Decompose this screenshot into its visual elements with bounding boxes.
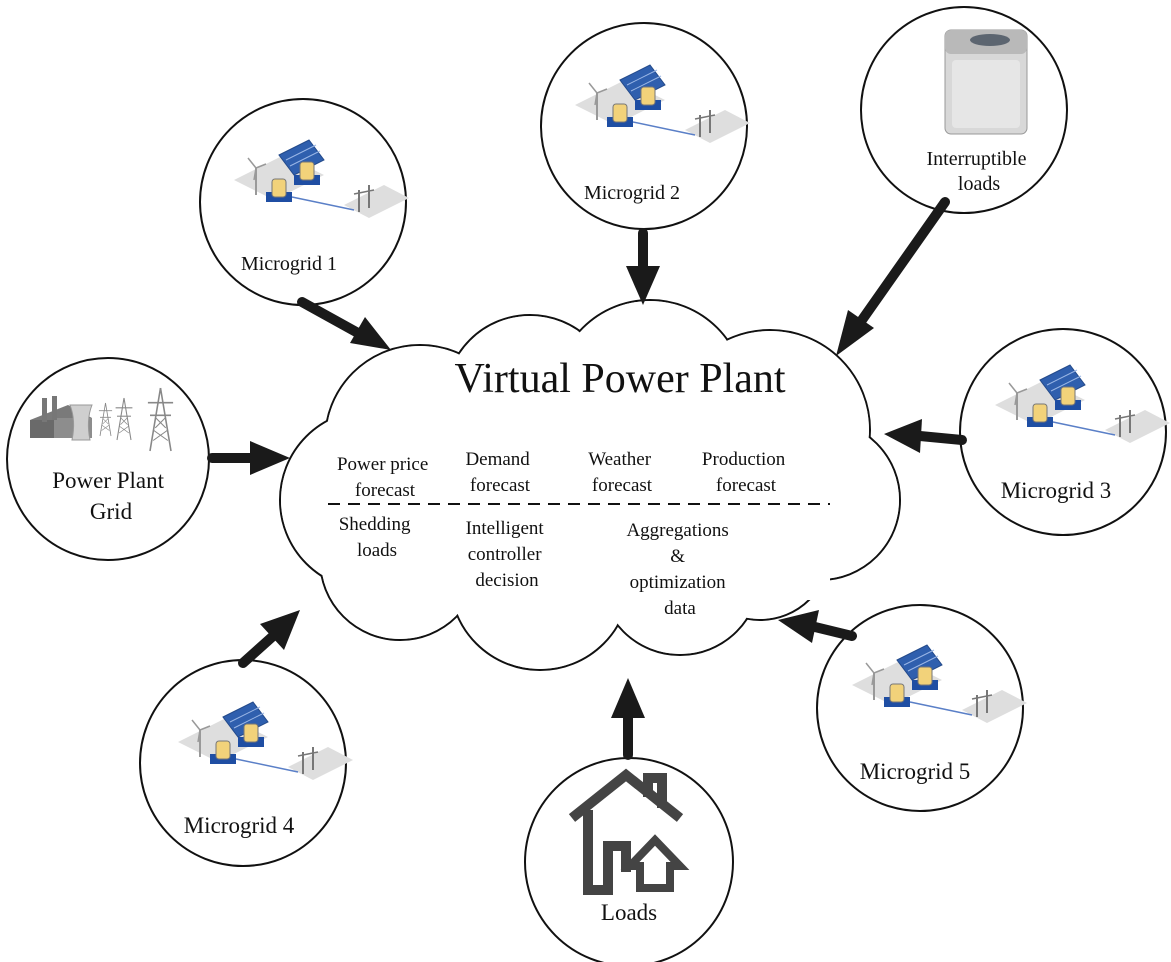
node-label: Microgrid 4 xyxy=(184,813,295,838)
node-microgrid-5: Microgrid 5 xyxy=(816,604,1028,812)
arrow-microgrid-5 xyxy=(778,610,857,643)
arrow-interruptible-loads xyxy=(836,197,950,356)
cloud-bottom-items: Shedding loads Intelligent controller de… xyxy=(339,514,733,619)
node-microgrid-3: Microgrid 3 xyxy=(959,328,1171,536)
arrow-microgrid-4 xyxy=(238,610,300,668)
node-label: Loads xyxy=(601,900,657,925)
cloud-item-intelligent: Intelligent controller decision xyxy=(466,518,549,591)
node-loads: Loads xyxy=(524,757,734,962)
washing-machine-icon xyxy=(944,29,1028,135)
node-label: Microgrid 1 xyxy=(241,253,337,275)
cloud-item-shedding: Shedding loads xyxy=(339,514,416,561)
arrow-microgrid-2 xyxy=(626,228,660,305)
vpp-cloud xyxy=(279,299,901,671)
vpp-title: Virtual Power Plant xyxy=(454,356,785,402)
arrow-microgrid-1 xyxy=(297,297,391,350)
cloud-item-weather: Weather forecast xyxy=(588,449,656,496)
node-microgrid-2: Microgrid 2 xyxy=(540,22,751,230)
node-interruptible-loads: Interruptible loads xyxy=(860,6,1068,214)
power-plant-icon xyxy=(30,387,174,452)
cloud-top-items: Power price forecast Demand forecast Wea… xyxy=(337,449,790,501)
cloud-item-demand: Demand forecast xyxy=(465,449,534,496)
node-microgrid-1: Microgrid 1 xyxy=(199,98,410,306)
node-label: Interruptible loads xyxy=(927,148,1032,195)
cloud-item-power-price: Power price forecast xyxy=(337,454,433,501)
cloud-item-production: Production forecast xyxy=(702,449,790,496)
node-microgrid-4: Microgrid 4 xyxy=(139,659,354,867)
arrow-microgrid-3 xyxy=(884,419,967,453)
arrow-loads xyxy=(611,678,645,760)
node-label: Microgrid 5 xyxy=(860,759,971,784)
arrows xyxy=(207,197,967,760)
node-label: Microgrid 2 xyxy=(584,182,680,204)
node-power-plant-grid: Power Plant Grid xyxy=(6,357,210,561)
arrow-power-plant-grid xyxy=(207,441,290,475)
node-label: Microgrid 3 xyxy=(1001,478,1112,503)
cloud-item-aggregations: Aggregations & optimization data xyxy=(626,520,733,619)
node-label: Power Plant Grid xyxy=(52,468,170,524)
house-icon xyxy=(568,768,690,895)
